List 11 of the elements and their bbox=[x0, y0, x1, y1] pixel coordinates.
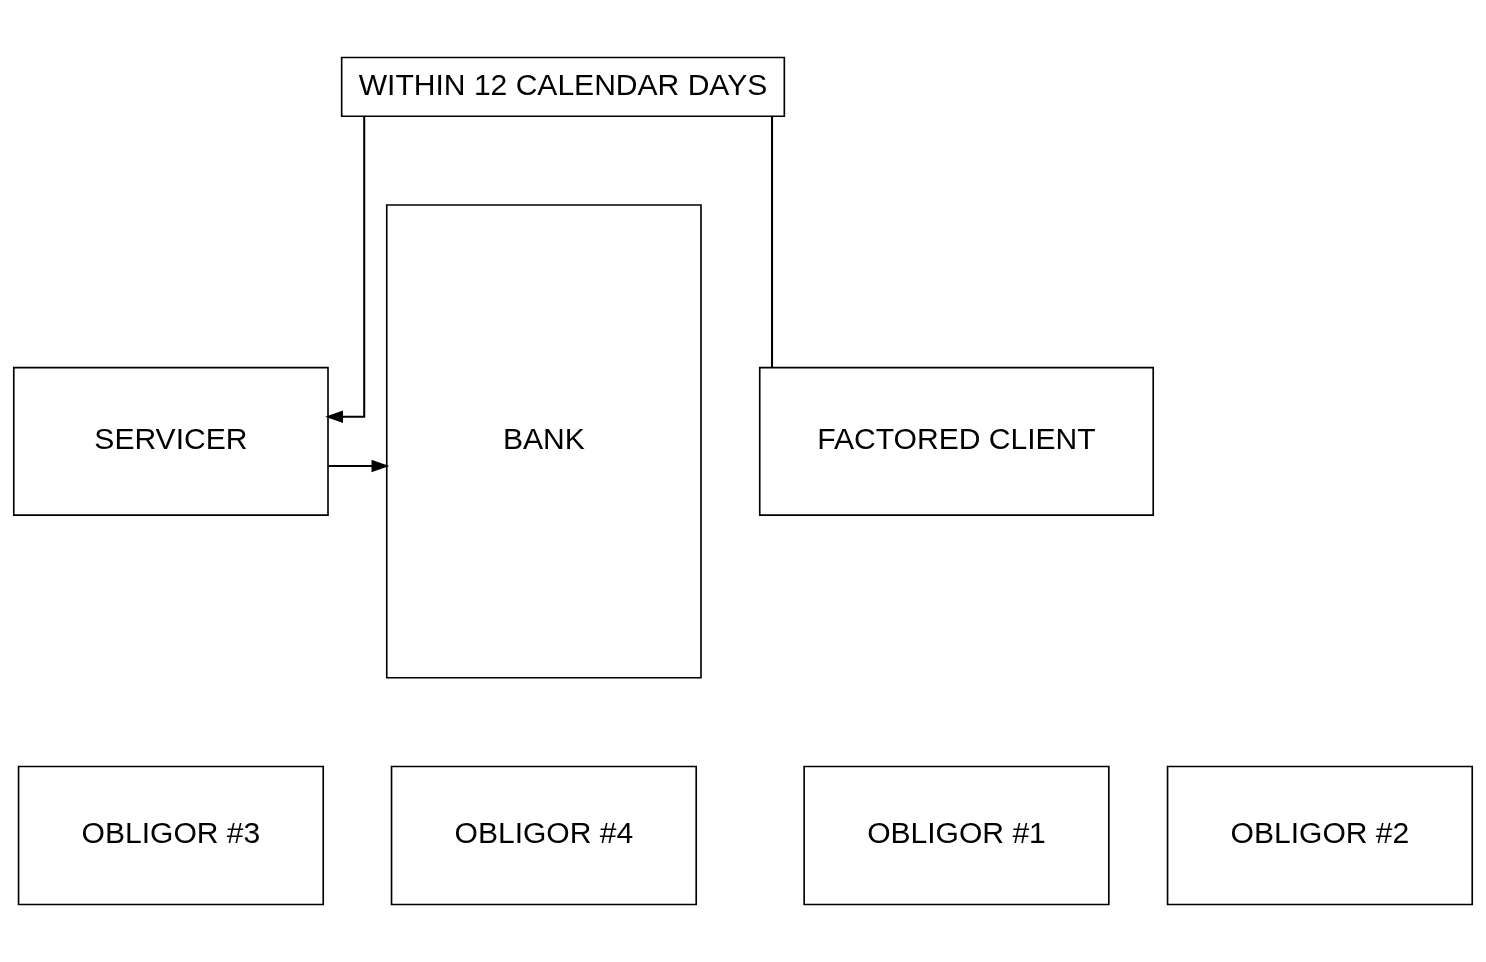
node-box: BANK bbox=[385, 204, 702, 679]
node-box: WITHIN 12 CALENDAR DAYS bbox=[340, 56, 786, 118]
arrow bbox=[325, 116, 366, 423]
node-box: OBLIGOR #1 bbox=[803, 765, 1110, 906]
node-box: OBLIGOR #4 bbox=[390, 765, 698, 906]
connector bbox=[771, 116, 774, 368]
node-box: OBLIGOR #2 bbox=[1166, 765, 1474, 906]
arrow bbox=[328, 459, 390, 473]
node-box: OBLIGOR #3 bbox=[17, 765, 325, 906]
node-box: FACTORED CLIENT bbox=[758, 366, 1155, 516]
node-box: SERVICER bbox=[12, 366, 329, 516]
